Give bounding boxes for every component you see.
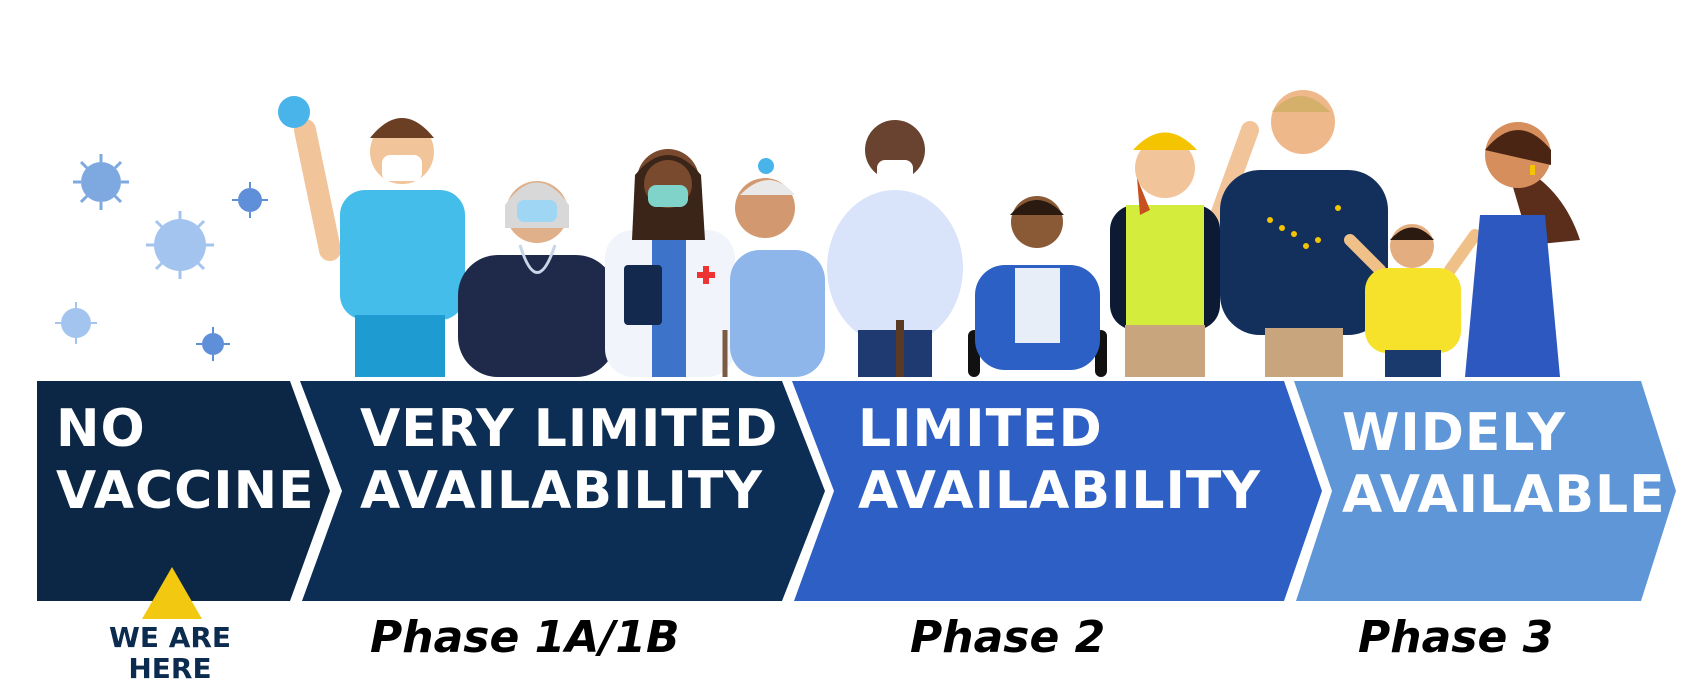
availability-timeline: [37, 381, 1676, 601]
stage-label-very-limited: VERY LIMITED AVAILABILITY: [360, 398, 778, 522]
healthcare-worker-icon: [278, 96, 465, 377]
stage-label-line: LIMITED: [858, 399, 1103, 459]
stage-widely-available: [1294, 381, 1676, 601]
we-are-here-line: WE ARE: [108, 621, 232, 654]
stage-label-line: AVAILABLE: [1342, 465, 1666, 525]
phase-label-2: Phase 2: [910, 612, 1106, 663]
we-are-here-arrow-icon: [142, 567, 202, 619]
stage-label-limited: LIMITED AVAILABILITY: [858, 398, 1261, 522]
stage-label-line: WIDELY: [1342, 403, 1567, 463]
stage-limited-availability: [792, 381, 1322, 601]
stage-no-vaccine: [37, 381, 330, 601]
woman-icon: [1465, 122, 1580, 377]
we-are-here-label: WE ARE HERE: [95, 622, 245, 684]
elderly-man-icon: [827, 120, 963, 377]
wheelchair-user-icon: [968, 196, 1107, 377]
virus-icon: [55, 154, 268, 361]
stage-very-limited-availability: [300, 381, 825, 601]
stage-label-line: NO: [56, 399, 146, 459]
stage-label-line: VERY LIMITED: [360, 399, 779, 459]
elderly-resident-icon: [458, 181, 616, 377]
stage-label-line: AVAILABILITY: [858, 461, 1261, 521]
man-icon: [1220, 90, 1388, 377]
stage-label-line: VACCINE: [56, 461, 315, 521]
phase-label-1a-1b: Phase 1A/1B: [370, 612, 680, 663]
stage-label-line: AVAILABILITY: [360, 461, 763, 521]
stage-label-no-vaccine: NO VACCINE: [56, 398, 315, 522]
elderly-walker-icon: [722, 158, 825, 377]
child-icon: [1344, 224, 1481, 377]
stage-label-widely-available: WIDELY AVAILABLE: [1342, 402, 1666, 526]
construction-worker-icon: [1110, 121, 1259, 377]
doctor-icon: [605, 149, 735, 377]
we-are-here-line: HERE: [128, 652, 212, 685]
phase-label-3: Phase 3: [1358, 612, 1554, 663]
